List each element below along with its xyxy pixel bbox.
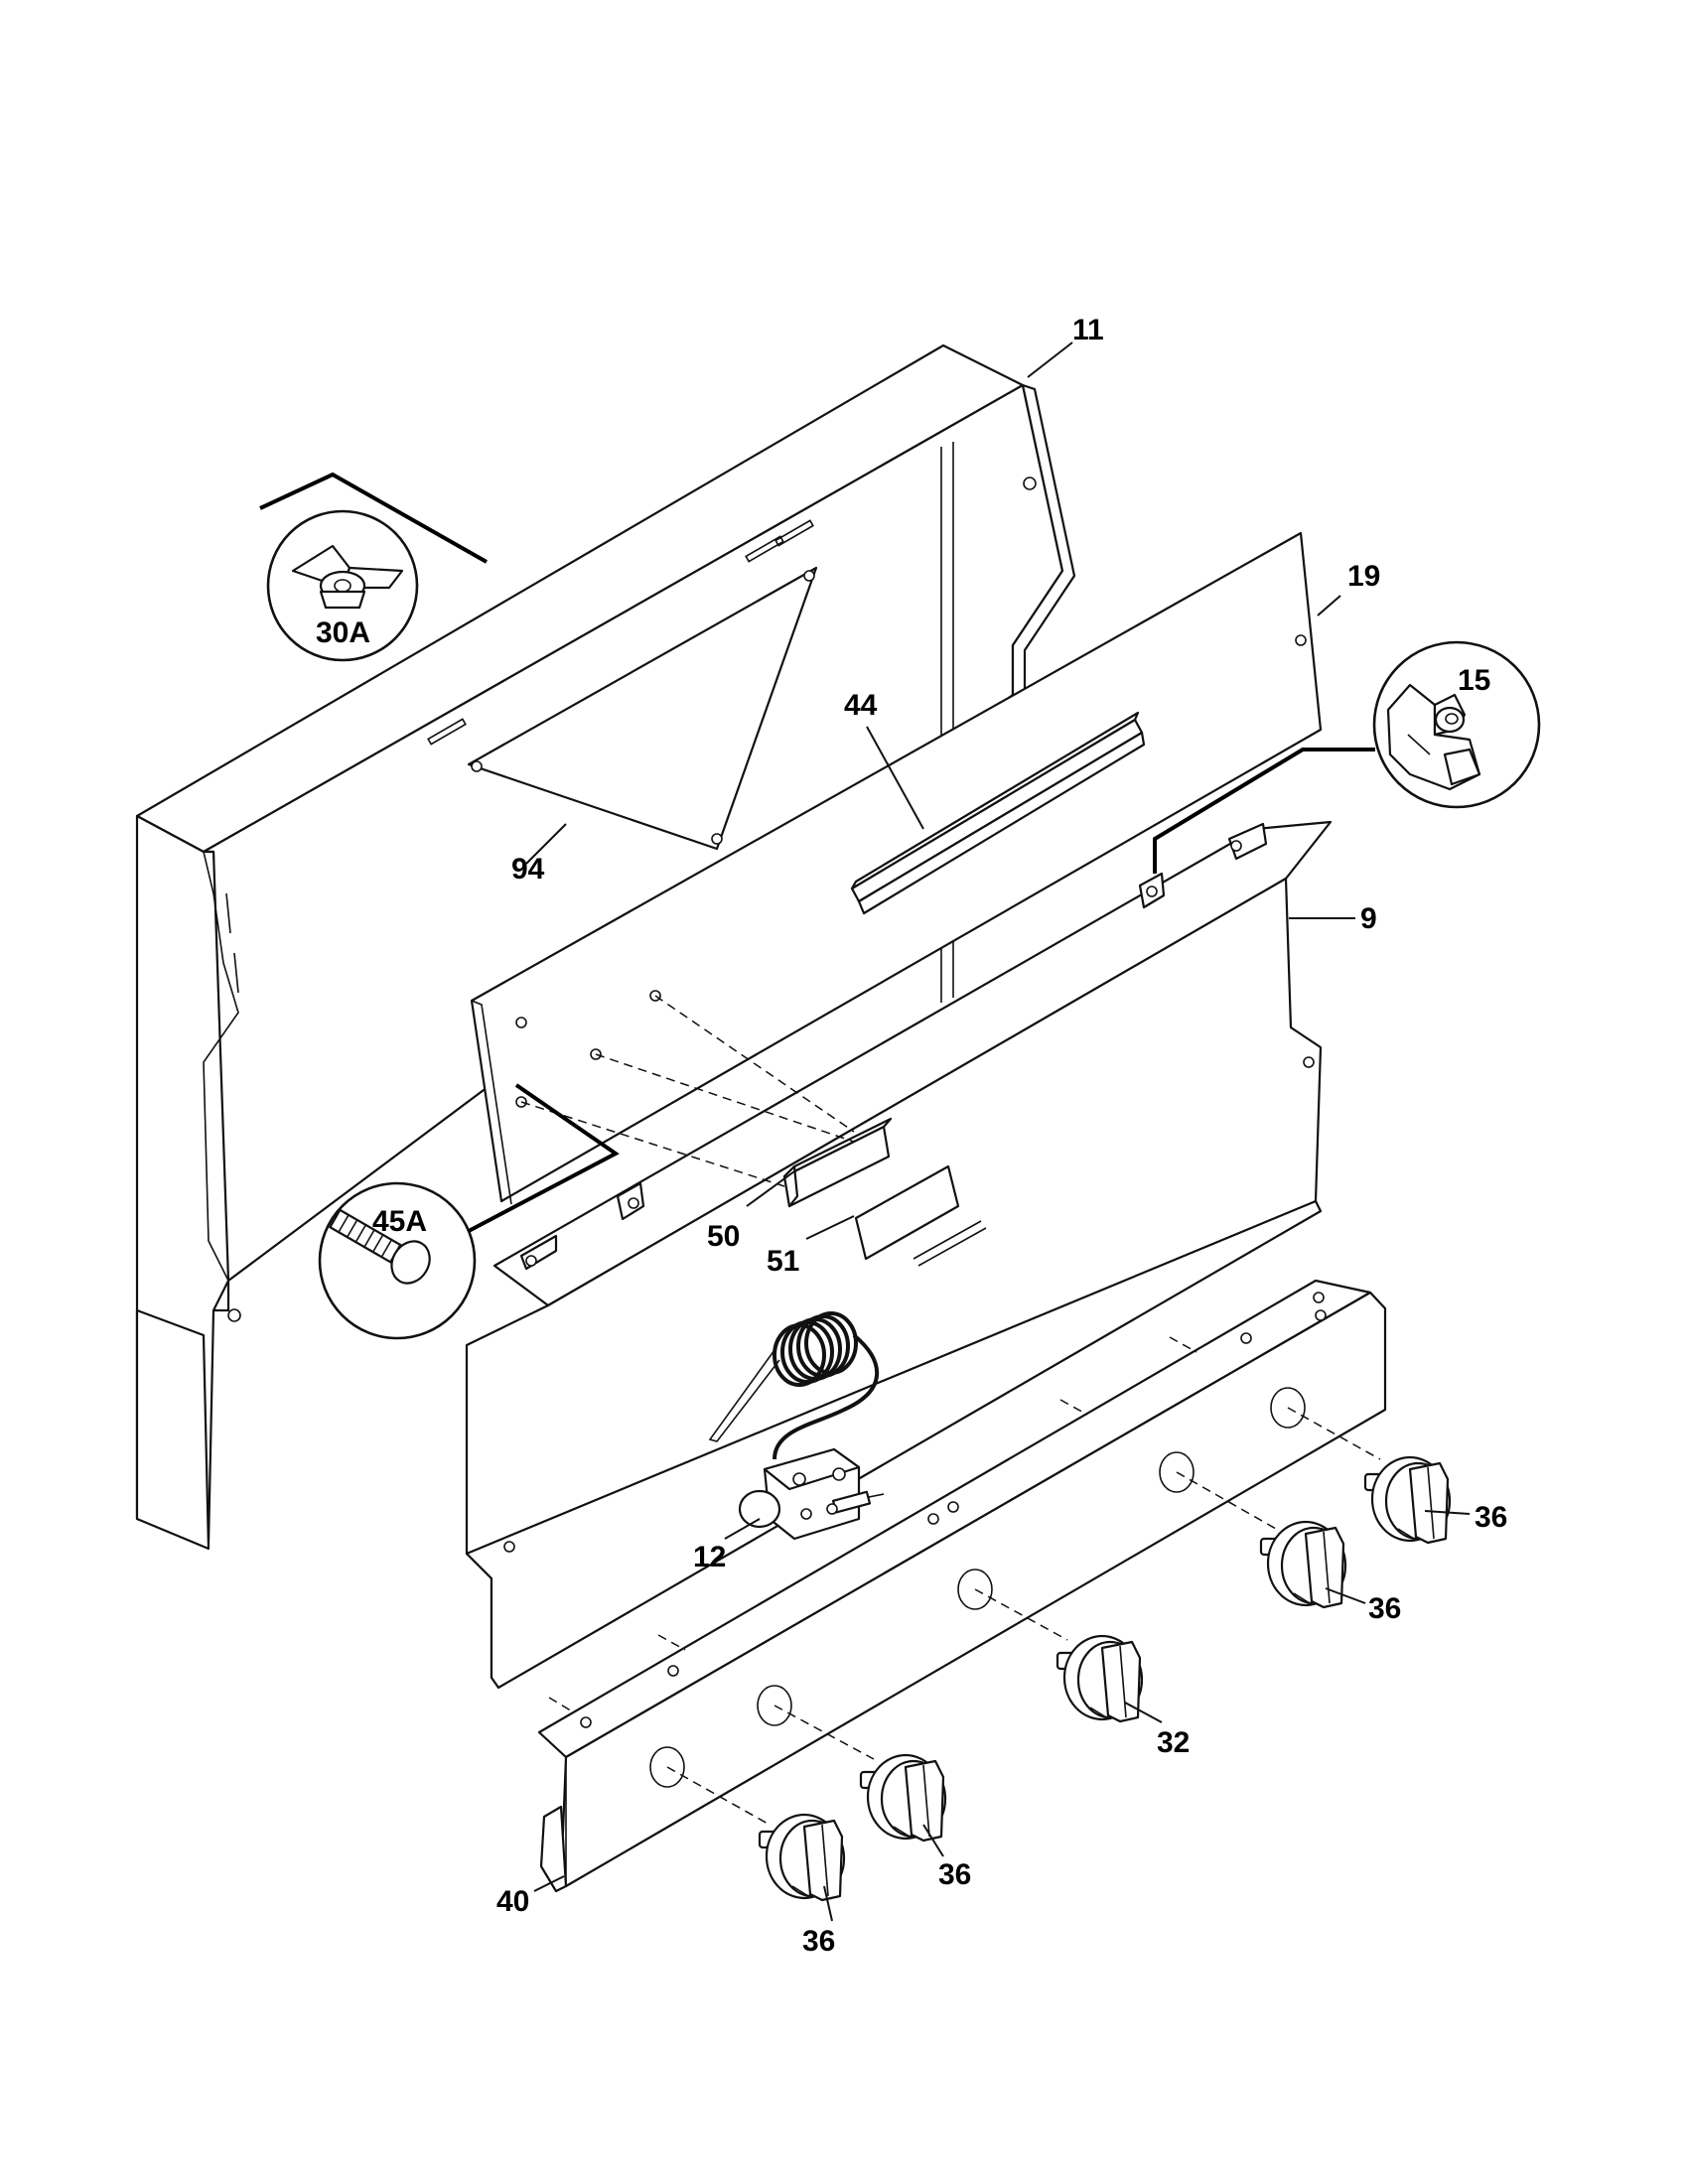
label-36-right-mid: 36	[1368, 1592, 1401, 1625]
label-19: 19	[1347, 560, 1380, 593]
backguard-frame	[135, 343, 1076, 1551]
manifold-panel	[537, 1279, 1387, 1893]
label-94: 94	[511, 853, 545, 886]
label-50: 50	[707, 1220, 740, 1253]
part-labels: 11 19 15 44 94 9 30A 45A 50 51 12 36 36 …	[316, 314, 1507, 1958]
trim-strip	[850, 711, 1146, 915]
capillary-coil	[773, 1311, 858, 1387]
knob-2-icon	[859, 1753, 947, 1843]
callout-15	[1372, 640, 1541, 809]
label-11: 11	[1072, 314, 1104, 346]
label-36-left-mid: 36	[938, 1858, 971, 1891]
connector-45a	[468, 1083, 620, 1233]
label-15: 15	[1458, 664, 1490, 697]
label-9: 9	[1360, 902, 1377, 935]
knob-3-icon	[1055, 1634, 1144, 1723]
callout-45a	[318, 1181, 477, 1340]
lens-51	[854, 1164, 960, 1261]
knob-1-icon	[758, 1813, 846, 1902]
label-51: 51	[767, 1245, 799, 1278]
thermostat-valve	[708, 1311, 885, 1541]
control-panel-body	[465, 820, 1333, 1690]
label-36-right: 36	[1475, 1501, 1507, 1534]
label-30a: 30A	[316, 616, 370, 649]
leader-lines	[525, 341, 1471, 1922]
label-32: 32	[1157, 1726, 1190, 1759]
label-44: 44	[844, 689, 878, 722]
label-45a: 45A	[372, 1205, 427, 1238]
label-40: 40	[496, 1885, 529, 1918]
triangle-bracket	[467, 566, 818, 851]
label-12: 12	[693, 1541, 726, 1573]
knob-5-icon	[1363, 1455, 1452, 1545]
connector-15	[1153, 748, 1375, 874]
label-36-left: 36	[802, 1925, 835, 1958]
knob-4-icon	[1259, 1520, 1347, 1609]
callout-30a	[266, 509, 419, 662]
alignment-lines	[520, 995, 1381, 1826]
connector-30a	[259, 472, 488, 564]
